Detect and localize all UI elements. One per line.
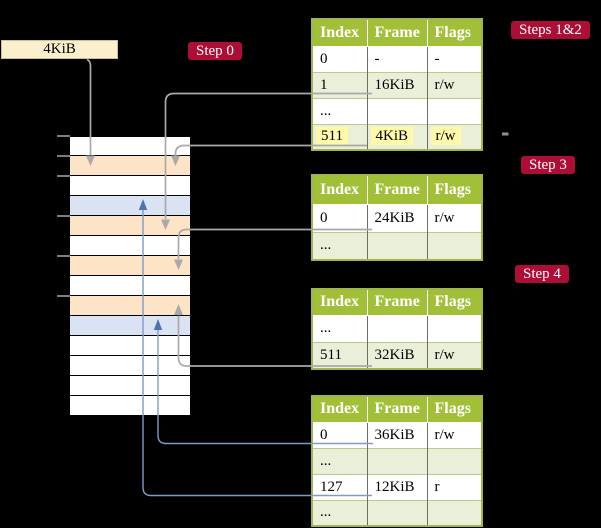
cell-index: ... [312,314,367,342]
cell-index: ... [312,97,367,124]
table-row: 511 4KiB r/w [312,123,482,150]
memory-frame-row [70,396,190,416]
cell-index: ... [312,499,367,526]
cell-frame: 4KiB [366,123,427,150]
memory-frame-row [70,196,190,216]
memory-tick [57,255,70,257]
column-header-flags: Flags [426,289,482,315]
highlighted-value: 4KiB [370,127,414,146]
cell-frame: 24KiB [366,203,427,232]
cell-frame [366,499,427,526]
cell-index: ... [312,231,367,260]
step-0-badge: Step 0 [188,42,242,60]
column-header-flags: Flags [426,19,482,46]
cell-flags [426,314,482,342]
table-row: ... [312,97,482,124]
memory-tick [57,175,70,177]
column-header-flags: Flags [426,396,482,422]
memory-frame-row [70,136,190,156]
cell-flags: r/w [426,341,482,369]
memory-tick [57,155,70,157]
memory-frame-row [70,336,190,356]
memory-tick [57,295,70,297]
memory-frame-row [70,276,190,296]
memory-tick [57,215,70,217]
cell-flags [426,231,482,260]
memory-frame-row [70,316,190,336]
cell-index: 511 [312,123,367,150]
steps-1-2-badge: Steps 1&2 [511,21,590,39]
cell-index: 0 [312,421,367,448]
column-header-frame: Frame [366,289,427,315]
cell-frame [366,314,427,342]
table-row: ... [312,499,482,526]
table-row: ... [312,447,482,474]
cell-flags: r/w [426,203,482,232]
cell-index: 1 [312,71,367,98]
cell-index: 511 [312,341,367,369]
cell-index: 127 [312,473,367,500]
memory-frame-row [70,156,190,176]
highlighted-value: 511 [316,127,348,146]
entry-pointer-dash [502,132,509,136]
column-header-index: Index [312,19,367,46]
cell-frame: - [366,45,427,72]
memory-frame-row [70,376,190,396]
cell-frame: 16KiB [366,71,427,98]
cell-flags: r/w [426,421,482,448]
column-header-index: Index [312,396,367,422]
cell-frame [366,447,427,474]
cell-flags [426,447,482,474]
step-4-badge: Step 4 [515,265,569,283]
cell-frame: 12KiB [366,473,427,500]
column-header-frame: Frame [366,396,427,422]
cell-frame: 32KiB [366,341,427,369]
cell-index: ... [312,447,367,474]
step-3-badge: Step 3 [521,156,575,174]
cell-frame: 36KiB [366,421,427,448]
memory-frame-row [70,296,190,316]
cell-flags: r/w [426,71,482,98]
memory-frame-row [70,256,190,276]
memory-frame-row [70,216,190,236]
highlighted-value: r/w [430,127,461,146]
free-frame-box: 4KiB [1,40,118,59]
memory-frame-row [70,236,190,256]
cell-flags: - [426,45,482,72]
column-header-frame: Frame [366,19,427,46]
cell-index: 0 [312,45,367,72]
table-row: ... [312,231,482,260]
cell-frame [366,231,427,260]
cell-index: 0 [312,203,367,232]
memory-frame-row [70,356,190,376]
table-row: 0-- [312,45,482,72]
table-row: ... [312,314,482,342]
memory-tick [57,135,70,137]
cell-flags [426,97,482,124]
cell-flags: r [426,473,482,500]
cell-flags: r/w [426,123,482,150]
column-header-index: Index [312,175,367,204]
cell-flags [426,499,482,526]
physical-memory-column [70,136,190,416]
column-header-index: Index [312,289,367,315]
column-header-flags: Flags [426,175,482,204]
cell-frame [366,97,427,124]
column-header-frame: Frame [366,175,427,204]
memory-frame-row [70,176,190,196]
free-frame-label: 4KiB [43,41,76,57]
